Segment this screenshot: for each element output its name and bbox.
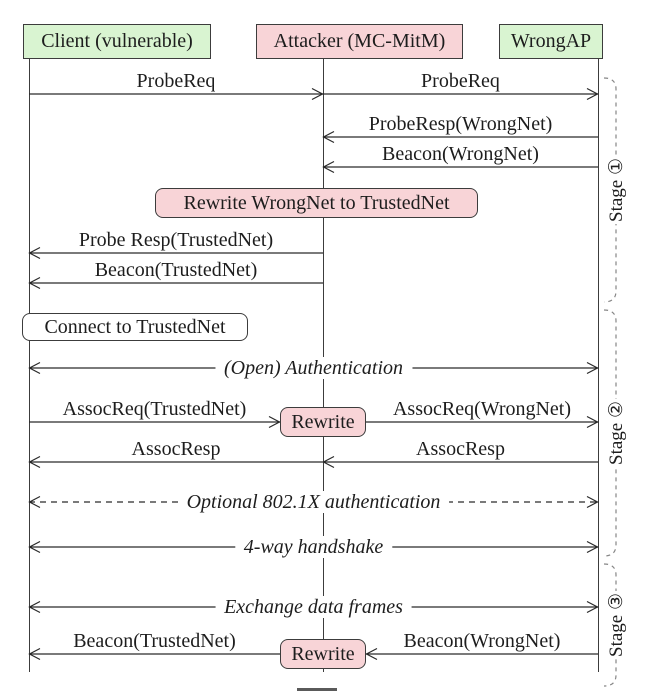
message-label-8: AssocReq(WrongNet) [392,398,572,420]
arrowhead-icon [586,540,599,554]
stage-label-3: Stage ③ [606,591,628,659]
message-label-14: Beacon(TrustedNet) [73,630,236,652]
message-arrow-0 [29,87,324,101]
message-label-2: ProbeResp(WrongNet) [368,113,553,135]
message-label-13: Exchange data frames [215,596,412,618]
message-arrow-7 [29,415,281,429]
stage-label-2: Stage ② [606,399,628,467]
note-rewrite-wrongnet-to-trustednet: Rewrite WrongNet to TrustedNet [155,188,478,218]
arrowhead-icon [28,495,41,509]
lifeline-client [29,59,31,672]
note-rewrite-assocreq: Rewrite [280,407,366,437]
arrowhead-icon [322,455,335,469]
arrowhead-icon [28,455,41,469]
note-connect-to-trustednet: Connect to TrustedNet [22,313,248,341]
stage-label-1: Stage ① [606,156,628,224]
arrowhead-icon [586,361,599,375]
arrowhead-icon [365,647,378,661]
arrowhead-icon [28,246,41,260]
actor-box-wrongap: WrongAP [499,24,603,59]
message-label-4: Probe Resp(TrustedNet) [78,229,274,251]
arrowhead-icon [586,415,599,429]
message-label-9: AssocResp [131,438,221,460]
arrowhead-icon [322,160,335,174]
arrowhead-icon [28,276,41,290]
message-arrow-4 [28,246,323,260]
arrowhead-icon [586,87,599,101]
message-arrow-3 [322,160,598,174]
message-arrow-5 [28,276,323,290]
message-label-3: Beacon(WrongNet) [382,143,539,165]
note-rewrite-beacon: Rewrite [280,639,366,669]
message-arrow-14 [28,647,280,661]
lifeline-wrongap [598,59,600,672]
arrowhead-icon [322,130,335,144]
cropped-caption-artifact [297,688,337,691]
message-arrow-2 [322,130,598,144]
message-label-11: Optional 802.1X authentication [177,491,450,513]
message-label-0: ProbeReq [136,70,216,92]
message-arrow-15 [365,647,598,661]
arrowhead-icon [28,361,41,375]
actor-box-client: Client (vulnerable) [23,24,211,59]
arrowhead-icon [268,415,281,429]
arrowhead-icon [311,87,324,101]
arrowhead-icon [586,600,599,614]
message-arrow-8 [366,415,599,429]
message-label-1: ProbeReq [421,70,500,92]
message-arrow-11 [28,495,599,509]
message-arrow-1 [323,87,599,101]
message-label-5: Beacon(TrustedNet) [94,259,258,281]
message-label-15: Beacon(WrongNet) [403,630,561,652]
message-label-6: (Open) Authentication [214,357,413,379]
arrowhead-icon [586,495,599,509]
message-arrow-9 [28,455,323,469]
message-label-7: AssocReq(TrustedNet) [62,398,247,420]
arrowhead-icon [28,647,41,661]
arrowhead-icon [28,540,41,554]
message-label-12: 4-way handshake [234,536,393,558]
actor-box-attacker: Attacker (MC-MitM) [256,24,463,59]
message-arrow-10 [322,455,598,469]
message-label-10: AssocResp [416,438,505,460]
arrowhead-icon [28,600,41,614]
